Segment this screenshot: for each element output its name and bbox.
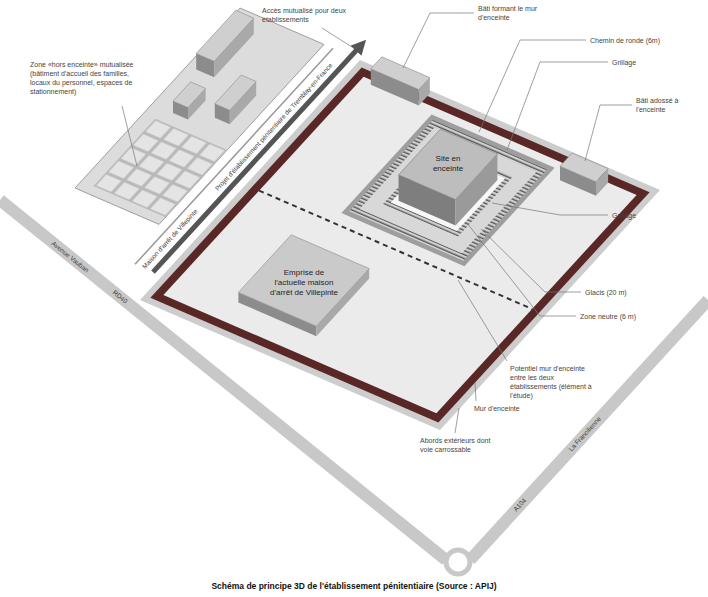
callout-label: Abords extérieurs dont voie carrossable: [420, 436, 498, 454]
road-or-band-label: RD40: [111, 289, 129, 306]
building-top: [173, 82, 206, 108]
building-top: [399, 129, 498, 199]
access-arrow: [153, 45, 361, 272]
leader-line: [467, 223, 576, 316]
callout-label: Zone neutre (6 m): [580, 312, 636, 321]
callout-label: Zone «hors enceinte» mutualisée (bâtimen…: [30, 60, 142, 96]
building-top: [238, 235, 369, 326]
leader-line: [492, 203, 608, 215]
building-top: [196, 10, 254, 61]
leader-line: [458, 280, 507, 361]
site-ground: [140, 60, 660, 430]
building-top: [371, 57, 430, 90]
site-strip: [135, 48, 333, 264]
callout-label: Chemin de ronde (6m): [590, 36, 660, 45]
block-label: Site en enceinte: [420, 154, 476, 174]
leader-line: [585, 105, 632, 161]
leader-lines: [122, 13, 632, 433]
leader-line: [475, 382, 476, 401]
dashed-boundary: [259, 191, 532, 309]
callout-label: Mur d'enceinte: [474, 404, 520, 413]
callout-label: Potentiel mur d'enceinte entre les deux …: [510, 364, 602, 400]
leader-line: [403, 13, 474, 68]
fence-band: [349, 120, 547, 261]
building-block: Emprise de l'actuelle maison d'arrêt de …: [269, 268, 339, 298]
parking-grid: [94, 119, 228, 217]
leader-line: [455, 408, 459, 433]
road-or-band-label: Avenue Vauban: [50, 239, 91, 274]
callout-label: Glacis (20 m): [585, 288, 627, 297]
figure-caption: Schéma de principe 3D de l'établissement…: [0, 581, 708, 592]
building-top: [560, 153, 608, 182]
callout-label: Grillage: [612, 58, 636, 67]
leader-line: [507, 62, 608, 150]
callout-label: Bâti adossé à l'enceinte: [636, 96, 700, 114]
callout-label: Accès mutualisé pour deux établissements: [262, 6, 362, 24]
callout-label: Grillage: [612, 211, 636, 220]
building-top: [215, 75, 256, 110]
patrol-path: [341, 114, 554, 266]
road-or-band-label: La Francilienne: [567, 415, 603, 453]
perimeter-wall: [150, 67, 649, 422]
leader-line: [122, 106, 137, 166]
site-plan: [19, 0, 669, 430]
building-block: Site en enceinte: [420, 154, 476, 174]
leader-line: [479, 40, 586, 132]
callout-label: Bâti formant le mur d'enceinte: [478, 4, 558, 22]
leader-line: [322, 28, 352, 47]
glacis-band: [360, 127, 537, 253]
roundabout: [446, 550, 470, 574]
block-label: Emprise de l'actuelle maison d'arrêt de …: [269, 268, 339, 298]
